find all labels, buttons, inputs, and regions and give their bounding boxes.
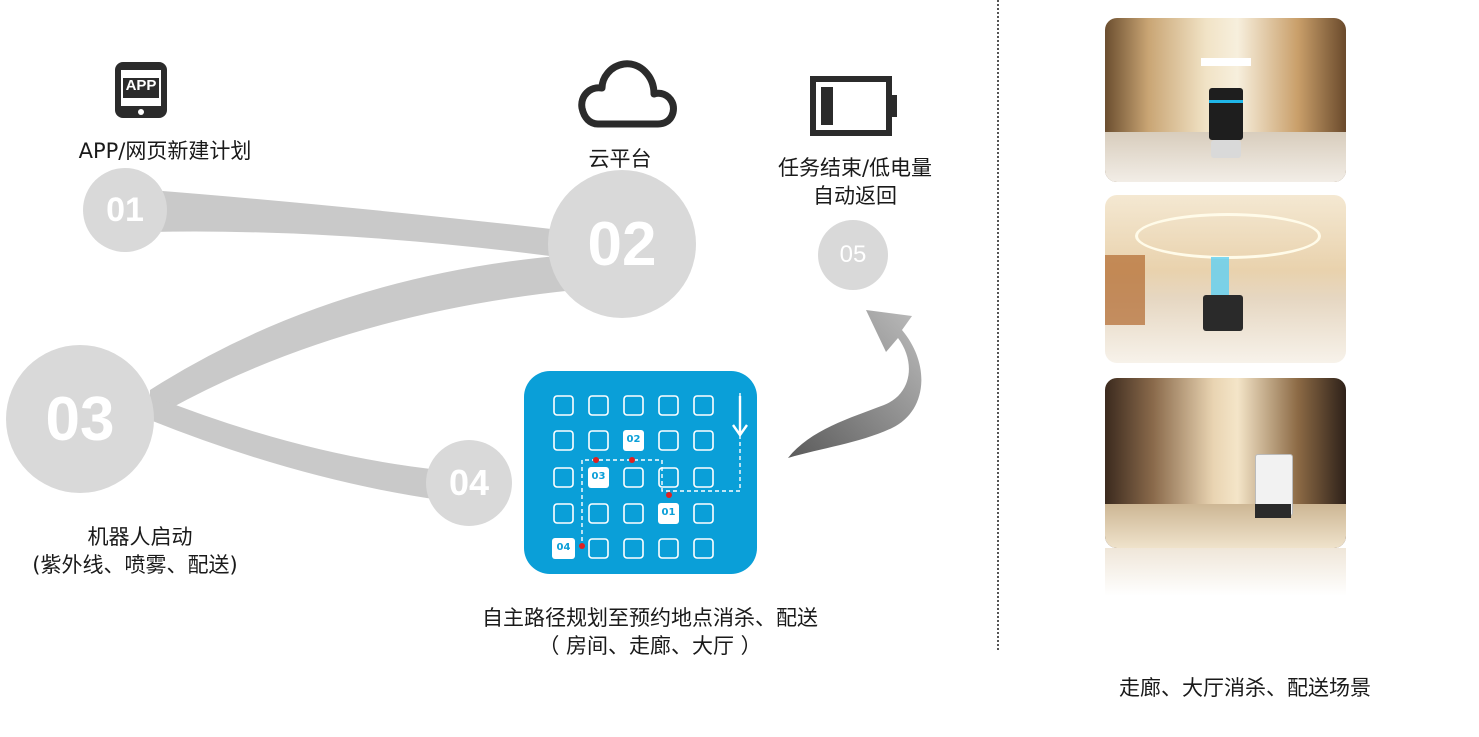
step-number-02: 02 xyxy=(587,210,657,279)
step-number-03: 03 xyxy=(45,385,115,454)
app-icon-text: APP xyxy=(125,77,157,94)
step-number-04: 04 xyxy=(448,462,490,503)
step-label-04-line2: （ 房间、走廊、大厅 ） xyxy=(538,634,762,658)
step-label-05-line2: 自动返回 xyxy=(813,184,897,208)
scene-photo-hallway xyxy=(1105,378,1346,548)
step-label-01: APP/网页新建计划 xyxy=(78,139,252,163)
step-label-03-line1: 机器人启动 xyxy=(87,525,193,549)
route-marker-01: 01 xyxy=(661,507,676,518)
flow-ribbons xyxy=(150,190,575,500)
section-divider xyxy=(997,0,999,650)
scene-photo-lobby xyxy=(1105,195,1346,363)
route-marker-04: 04 xyxy=(556,542,571,553)
scene-photo-reflection xyxy=(1105,548,1346,596)
step-circle-05 xyxy=(818,220,888,290)
route-path xyxy=(581,393,741,546)
step-circle-02 xyxy=(548,170,696,318)
scene-photo-corridor xyxy=(1105,18,1346,182)
battery-low-icon xyxy=(810,76,900,140)
step-label-03-line2: (紫外线、喷雾、配送) xyxy=(32,553,238,577)
cloud-icon xyxy=(574,52,680,136)
step-number-05: 05 xyxy=(839,241,867,268)
return-arrow-icon xyxy=(780,300,930,474)
step-label-04-line1: 自主路径规划至预约地点消杀、配送 xyxy=(482,606,818,630)
step-circle-04 xyxy=(426,440,512,526)
route-grid xyxy=(552,393,748,559)
route-direction-arrow xyxy=(732,396,748,438)
ribbon-03-04 xyxy=(150,395,440,500)
step-label-02: 云平台 xyxy=(588,147,652,171)
route-marker-03: 03 xyxy=(591,471,606,482)
route-map: 02 03 01 04 xyxy=(524,371,757,574)
scene-caption: 走廊、大厅消杀、配送场景 xyxy=(1119,676,1371,700)
step-circle-03 xyxy=(6,345,154,493)
route-marker-02: 02 xyxy=(626,434,641,445)
step-circle-01 xyxy=(83,168,167,252)
ribbon-02-03 xyxy=(150,255,575,420)
step-number-01: 01 xyxy=(106,191,144,229)
ribbon-01-02 xyxy=(150,190,565,258)
step-label-05-line1: 任务结束/低电量 xyxy=(777,156,933,180)
app-tablet-icon xyxy=(112,60,170,120)
